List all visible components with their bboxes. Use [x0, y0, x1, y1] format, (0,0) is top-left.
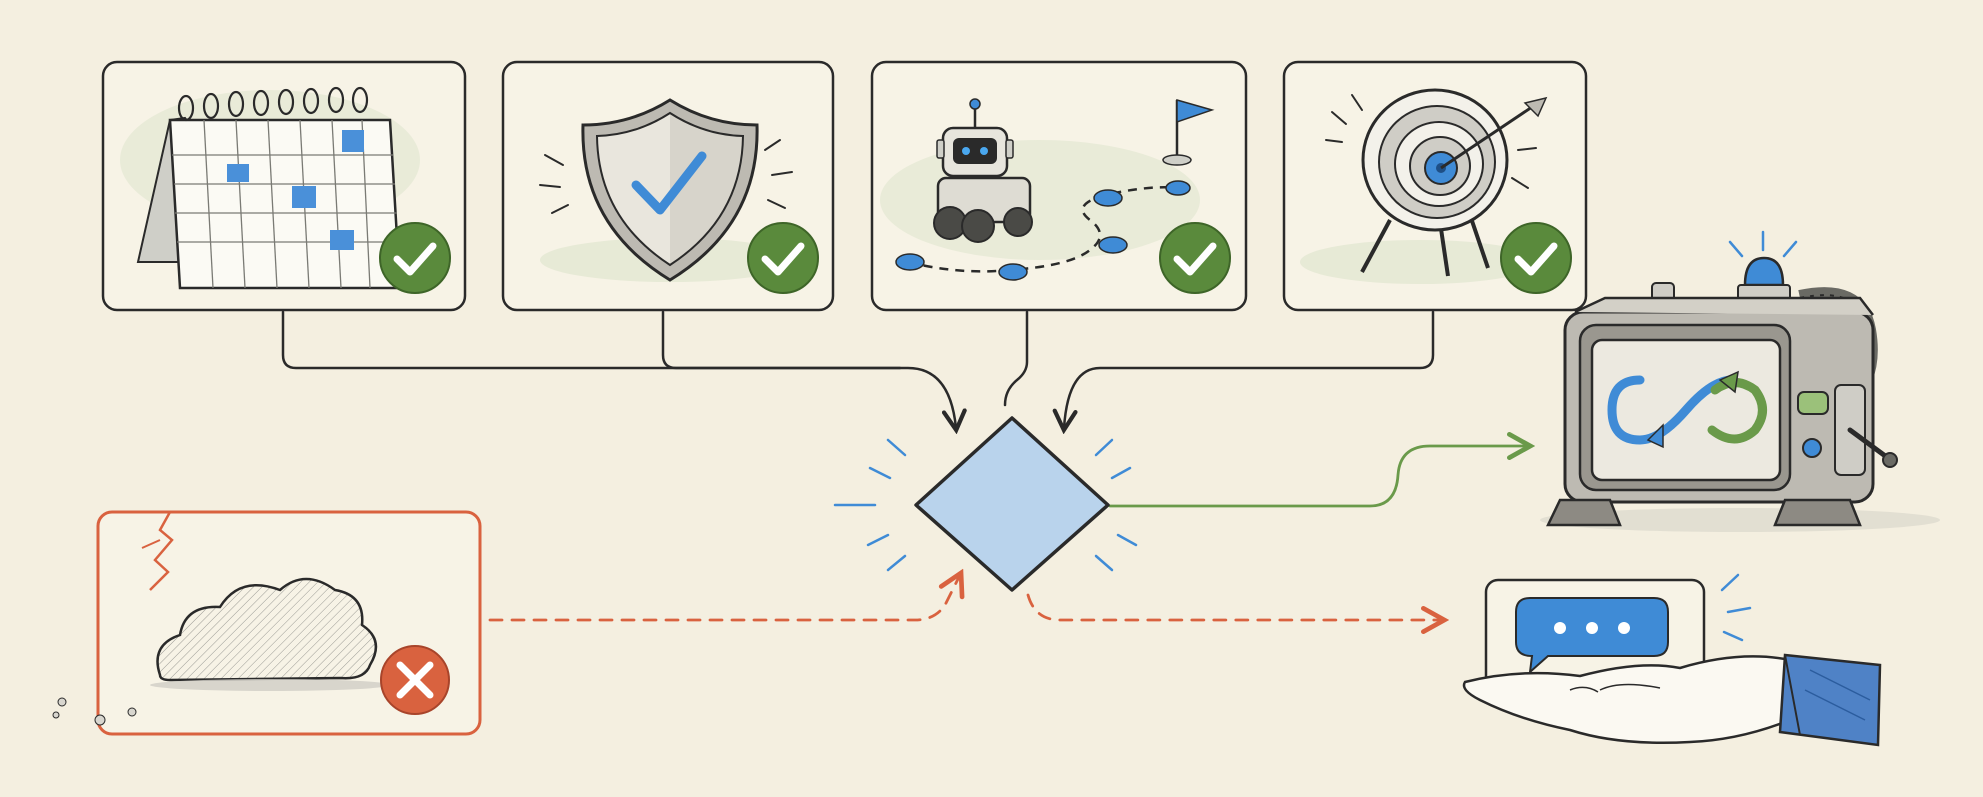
target-card	[1282, 60, 1588, 312]
cross-badge	[380, 645, 450, 715]
check-badge	[379, 222, 451, 294]
storm-cloud-icon	[52, 577, 390, 726]
check-badge	[1159, 222, 1231, 294]
connector-calendar	[281, 310, 956, 428]
calendar-card	[101, 60, 467, 312]
failure-to-decision-arrow	[488, 575, 960, 622]
calendar-icon	[136, 86, 402, 290]
criteria-connectors	[281, 310, 1435, 428]
storm-cloud-card	[52, 510, 482, 736]
connector-target	[1064, 310, 1435, 428]
fallback-arrow	[1026, 593, 1442, 620]
connector-shield	[661, 310, 902, 370]
check-badge	[1500, 222, 1572, 294]
connector-robot	[1003, 310, 1029, 407]
robot-path-card	[870, 60, 1248, 312]
decision-diamond	[833, 416, 1138, 592]
check-badge	[747, 222, 819, 294]
success-arrow	[1108, 446, 1528, 508]
hand-chat-icon	[1462, 573, 1882, 747]
target-icon	[1325, 88, 1548, 277]
shield-card	[501, 60, 835, 312]
shield-check-icon	[539, 98, 793, 282]
robot-path-icon	[895, 98, 1215, 281]
automation-machine-icon	[1540, 230, 1940, 532]
